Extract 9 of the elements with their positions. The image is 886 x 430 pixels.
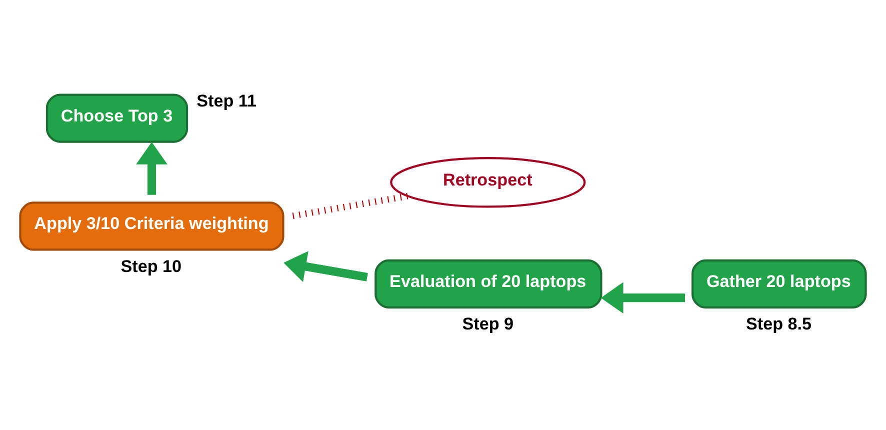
arrow: [136, 142, 168, 195]
node-label: Step 11: [196, 91, 257, 110]
node-label: Step 8.5: [746, 314, 812, 334]
arrow: [600, 282, 685, 314]
node-label: Step 10: [120, 256, 182, 276]
node-ellipse: Retrospect: [390, 157, 586, 208]
connector: [290, 192, 408, 220]
arrow: [284, 251, 368, 282]
node-label: Step 9: [462, 314, 514, 334]
